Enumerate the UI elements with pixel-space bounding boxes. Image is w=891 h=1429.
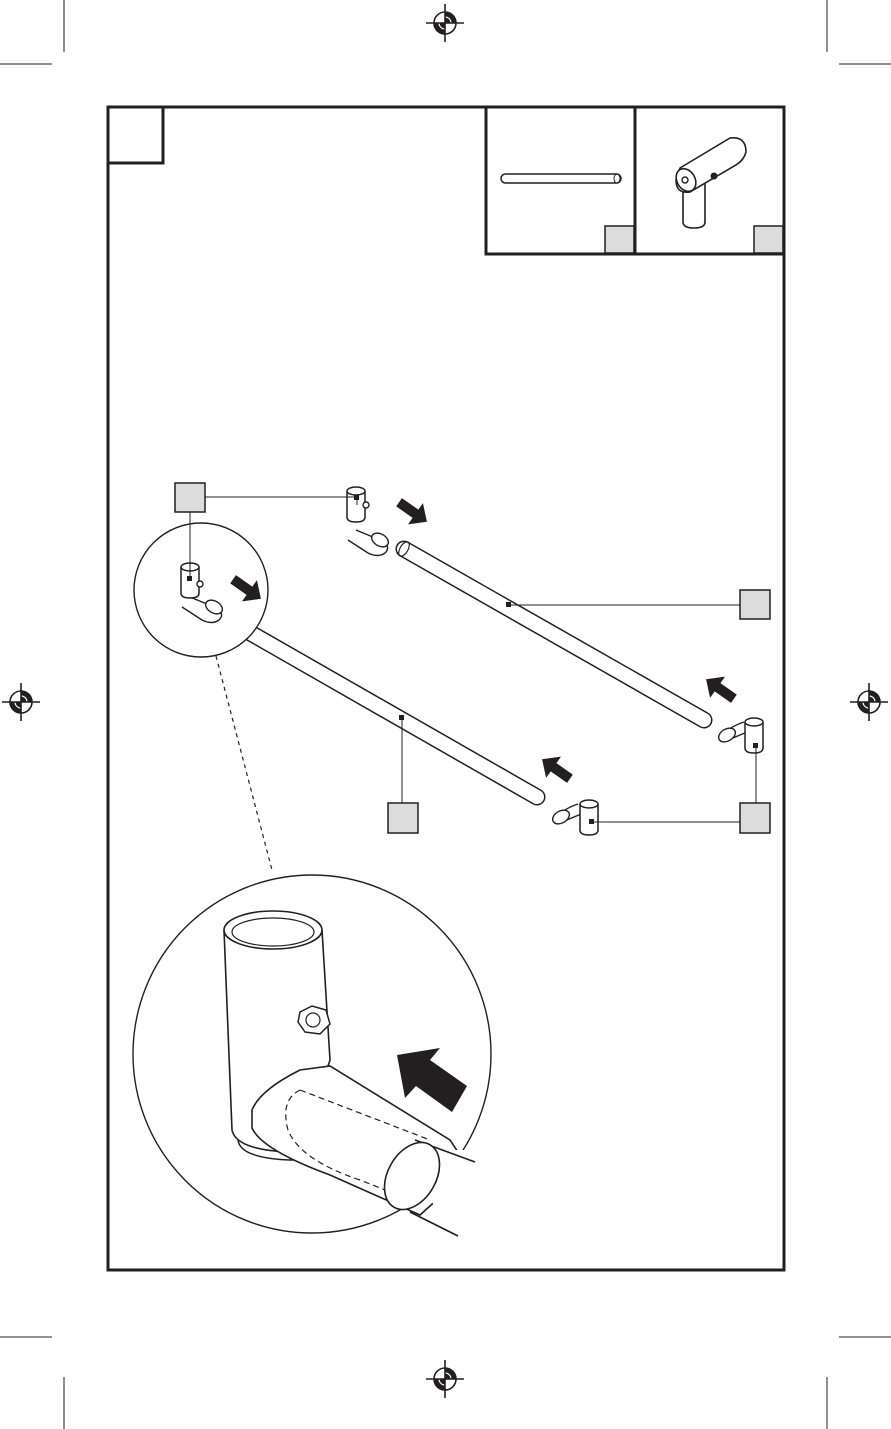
callout-rod-upper xyxy=(739,589,771,620)
direction-arrow-icon xyxy=(397,1048,467,1112)
rod-upper xyxy=(395,540,713,729)
step-frame xyxy=(106,105,786,1272)
direction-arrow-icon xyxy=(698,668,742,710)
magnify-circle-icon xyxy=(133,522,269,658)
direction-arrow-icon xyxy=(391,491,435,533)
leader-lines xyxy=(189,496,757,823)
direction-arrow-icon xyxy=(534,748,578,790)
zoom-detail xyxy=(132,874,500,1237)
registration-mark-icon xyxy=(425,3,465,43)
zoom-leader xyxy=(215,655,273,871)
callout-connector-bottom-right xyxy=(739,802,771,834)
rod-lower xyxy=(231,618,546,806)
parts-panel xyxy=(484,105,786,256)
callout-connector-top-left xyxy=(174,482,206,513)
part-rod-icon xyxy=(500,173,622,184)
connector-upper-right xyxy=(717,717,764,754)
registration-mark-icon xyxy=(1,682,41,722)
part-connector-callout xyxy=(753,225,784,254)
part-rod-callout xyxy=(604,225,635,254)
registration-mark-icon xyxy=(425,1359,465,1399)
step-number-box xyxy=(106,105,165,165)
registration-mark-icon xyxy=(849,682,889,722)
connector-upper-left xyxy=(346,486,390,557)
connector-lower-left xyxy=(180,562,224,624)
callout-rod-lower xyxy=(387,802,419,834)
part-connector-icon xyxy=(675,136,747,229)
connector-lower-right xyxy=(551,799,599,836)
